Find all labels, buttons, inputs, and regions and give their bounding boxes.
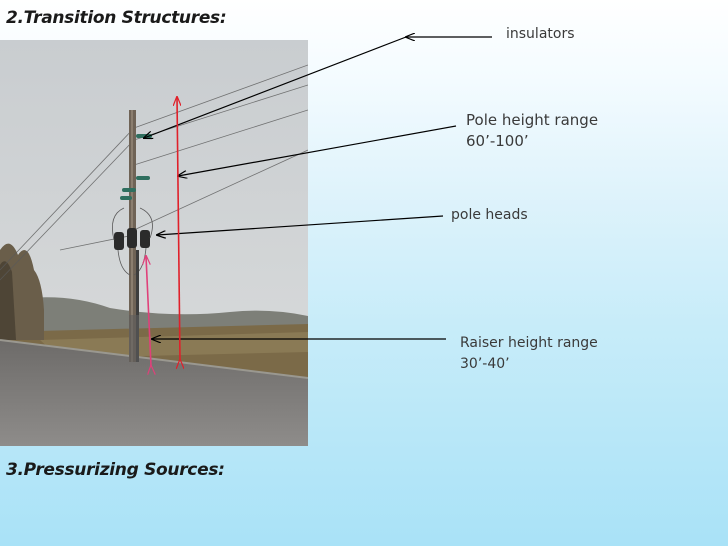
pole-height-pointer (178, 125, 457, 176)
pole-height-marker (177, 97, 180, 360)
raiser-height-range-label: Raiser height range 30’-40’ (460, 333, 598, 375)
utility-pole-photo (0, 40, 308, 446)
section-heading-transition-structures: 2.Transition Structures: (6, 8, 227, 28)
pole-height-range-label: Pole height range 60’-100’ (466, 110, 598, 152)
insulators-label: insulators (506, 26, 575, 42)
raiser-height-marker (146, 256, 151, 366)
pole-heads-label: pole heads (451, 207, 528, 223)
pole-heads-pointer (157, 215, 444, 235)
pole-height-range-title: Pole height range (466, 111, 599, 129)
raiser-height-range-title: Raiser height range (460, 335, 598, 351)
section-heading-pressurizing-sources: 3.Pressurizing Sources: (6, 460, 225, 480)
pole-height-range-value: 60’-100’ (466, 132, 529, 150)
raiser-height-range-value: 30’-40’ (460, 356, 510, 372)
insulators-pointer (144, 36, 407, 138)
